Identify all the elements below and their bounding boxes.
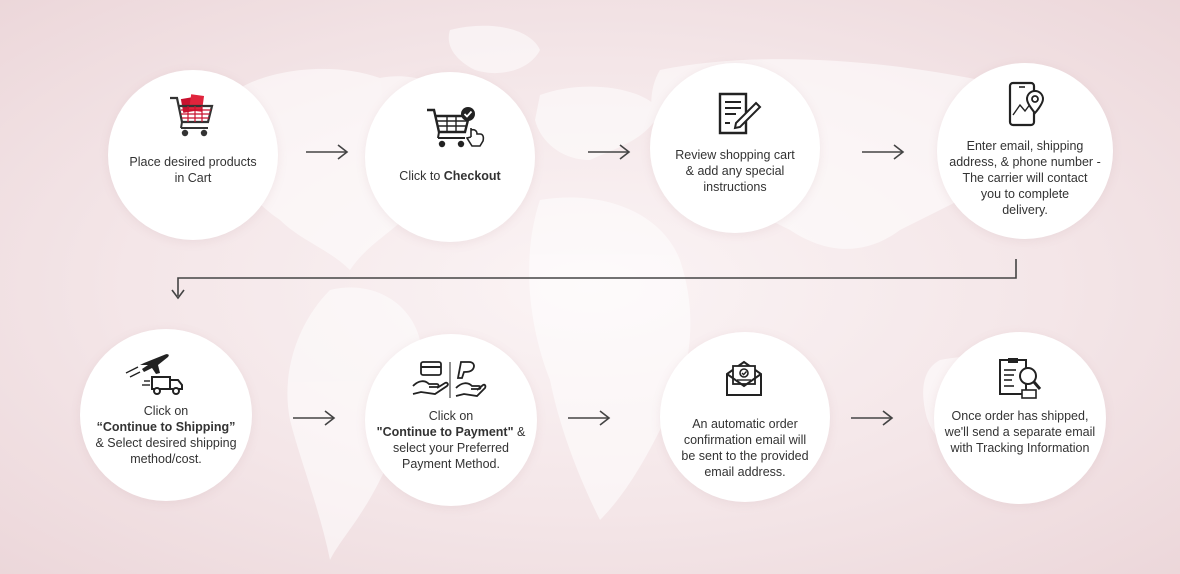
step-7-text: confirmation email will xyxy=(683,433,807,447)
step-5-text: method/cost. xyxy=(130,452,202,466)
arrow-right-icon xyxy=(862,144,905,160)
email-confirmation-icon xyxy=(726,360,762,396)
continue-to-shipping-emphasis: “Continue to Shipping” xyxy=(96,420,236,434)
step-8-text: Once order has shipped, xyxy=(951,409,1089,423)
arrow-right-icon xyxy=(306,144,349,160)
step-6-text: Click on xyxy=(428,409,474,423)
tracking-document-icon xyxy=(999,358,1042,399)
step-5-shipping: Click on “Continue to Shipping” & Select… xyxy=(80,329,252,501)
arrow-right-icon xyxy=(293,410,336,426)
step-8-text: with Tracking Information xyxy=(950,441,1090,455)
step-4-enter-details: Enter email, shipping address, & phone n… xyxy=(937,63,1113,239)
step-6-payment: Click on "Continue to Payment" & select … xyxy=(365,334,537,506)
step-7-text: be sent to the provided xyxy=(681,449,809,463)
step-7-text: email address. xyxy=(704,465,786,479)
step-4-text: delivery. xyxy=(1002,203,1048,217)
cart-checkout-icon xyxy=(427,107,485,148)
step-7-text: An automatic order xyxy=(692,417,798,431)
step-5-text: Click on xyxy=(143,404,189,418)
step-1-text: Place desired products xyxy=(129,155,257,169)
arrow-right-icon xyxy=(588,144,631,160)
shopping-cart-icon xyxy=(170,94,214,137)
plane-truck-icon xyxy=(125,354,183,395)
arrow-right-icon xyxy=(568,410,611,426)
step-8-text: we'll send a separate email xyxy=(944,425,1096,439)
card-paypal-icon xyxy=(412,361,487,398)
step-3-text: Review shopping cart xyxy=(675,148,795,162)
step-7-confirmation-email: An automatic order confirmation email wi… xyxy=(660,332,830,502)
continue-to-payment-emphasis: "Continue to Payment" xyxy=(376,425,514,439)
arrow-right-icon xyxy=(851,410,894,426)
step-3-text: instructions xyxy=(703,180,767,194)
step-3-text: & add any special xyxy=(685,164,785,178)
step-6-text: select your Preferred xyxy=(392,441,510,455)
step-5-text: & Select desired shipping xyxy=(95,436,237,450)
step-6-text: & xyxy=(513,425,526,439)
step-4-text: you to complete xyxy=(980,187,1070,201)
step-4-text: address, & phone number - xyxy=(949,155,1101,169)
phone-location-icon xyxy=(1008,81,1045,127)
step-4-text: Enter email, shipping xyxy=(966,139,1084,153)
step-2-checkout: Click to Checkout xyxy=(365,72,535,242)
step-1-text: in Cart xyxy=(174,171,212,185)
step-1-add-to-cart: Place desired products in Cart xyxy=(108,70,278,240)
step-8-tracking: Once order has shipped, we'll send a sep… xyxy=(934,332,1106,504)
step-3-review-cart: Review shopping cart & add any special i… xyxy=(650,63,820,233)
step-6-text: Payment Method. xyxy=(402,457,500,471)
step-4-text: The carrier will contact xyxy=(962,171,1088,185)
step-2-text: Click to xyxy=(399,169,444,183)
checkout-emphasis: Checkout xyxy=(443,169,501,183)
document-edit-icon xyxy=(718,92,762,135)
